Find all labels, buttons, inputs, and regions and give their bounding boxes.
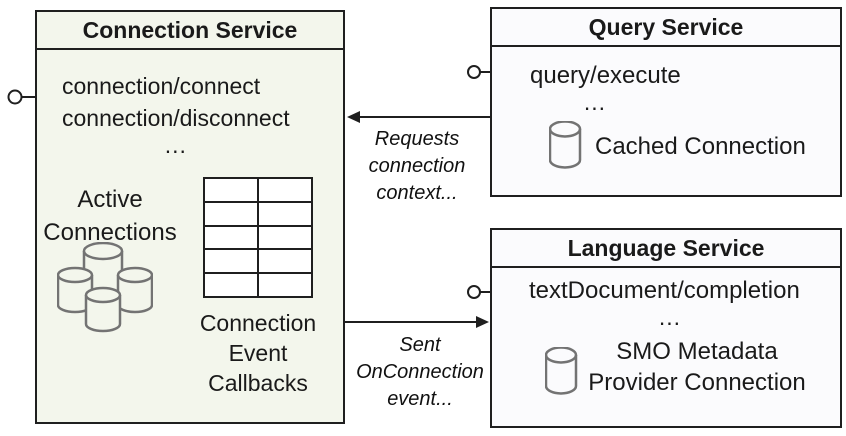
method-query-execute: query/execute xyxy=(530,62,681,89)
requests-label-line3: context... xyxy=(376,182,458,204)
grid-cell xyxy=(205,202,257,225)
methods-ellipsis: ... xyxy=(164,132,187,158)
database-icon xyxy=(549,121,582,169)
callbacks-line1: Connection xyxy=(199,310,317,336)
callbacks-line2: Event xyxy=(228,340,288,366)
onconnection-label-line2: OnConnection xyxy=(356,361,484,383)
onconnection-event-arrow-label: Sent OnConnection event... xyxy=(350,332,490,413)
grid-cell xyxy=(205,274,257,296)
grid-cell xyxy=(259,202,311,225)
callbacks-line3: Callbacks xyxy=(208,370,308,396)
method-connection-connect: connection/connect xyxy=(62,73,261,99)
grid-cell xyxy=(259,226,311,249)
language-service-title: Language Service xyxy=(492,230,840,268)
grid-cell xyxy=(259,250,311,273)
active-connections-label: Active Connections xyxy=(40,183,180,249)
language-methods-ellipsis: ... xyxy=(658,304,682,330)
onconnection-label-line3: event... xyxy=(387,388,453,410)
onconnection-event-arrow xyxy=(345,316,489,328)
query-methods-ellipsis: ... xyxy=(583,89,607,115)
connection-service-methods: connection/connect connection/disconnect… xyxy=(62,70,290,158)
database-icon xyxy=(545,347,578,395)
grid-cell xyxy=(205,179,257,201)
connection-service-box: Connection Service connection/connect co… xyxy=(35,10,345,424)
requests-label-line1: Requests xyxy=(374,128,460,150)
grid-cell xyxy=(205,226,257,249)
connection-event-callbacks-label: Connection Event Callbacks xyxy=(188,308,328,398)
grid-cell xyxy=(259,179,311,201)
active-connections-line1: Active xyxy=(77,186,143,213)
query-service-box: Query Service query/execute ... Cached C… xyxy=(490,7,842,197)
table-grid-icon xyxy=(203,177,313,298)
smo-line2: Provider Connection xyxy=(588,369,806,396)
method-connection-disconnect: connection/disconnect xyxy=(62,105,290,131)
active-connections-line2: Connections xyxy=(43,219,177,246)
query-service-title: Query Service xyxy=(492,9,840,47)
smo-line1: SMO Metadata xyxy=(616,338,778,365)
language-service-box: Language Service textDocument/completion… xyxy=(490,228,842,428)
grid-cell xyxy=(259,274,311,296)
connection-service-title: Connection Service xyxy=(37,12,343,50)
grid-cell xyxy=(205,250,257,273)
requests-connection-arrow-label: Requests connection context... xyxy=(350,126,484,207)
method-textdocument-completion: textDocument/completion xyxy=(529,277,800,304)
requests-connection-arrow xyxy=(347,111,490,123)
requests-label-line2: connection xyxy=(368,155,466,177)
cached-connection-label: Cached Connection xyxy=(595,133,806,160)
smo-metadata-provider-connection-label: SMO Metadata Provider Connection xyxy=(577,336,817,398)
onconnection-label-line1: Sent xyxy=(399,334,441,356)
database-cluster-icon xyxy=(57,242,153,333)
